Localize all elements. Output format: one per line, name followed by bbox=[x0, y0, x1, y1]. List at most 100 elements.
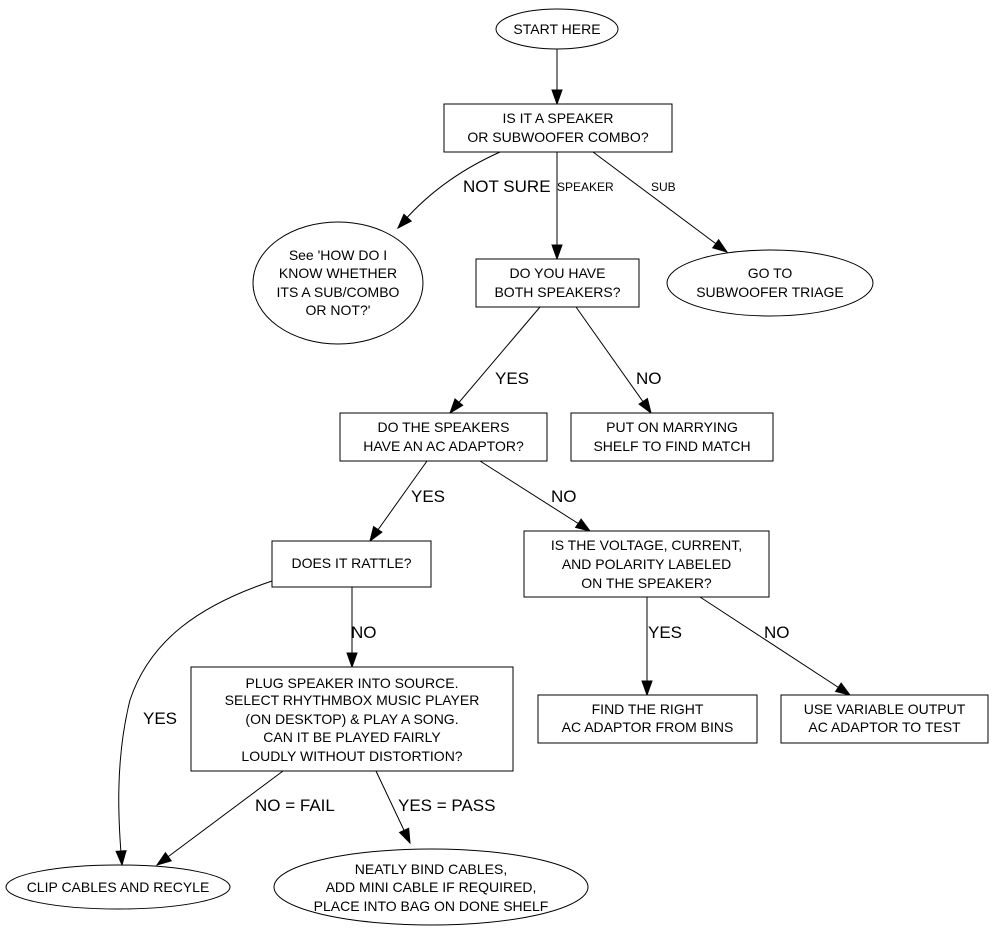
edge-label: YES bbox=[648, 623, 682, 642]
node-text-line: DO YOU HAVE bbox=[510, 265, 606, 281]
edge-label: NO bbox=[636, 369, 662, 388]
node-text-line: PLUG SPEAKER INTO SOURCE. bbox=[246, 675, 459, 691]
edge-label: NO bbox=[351, 623, 377, 642]
edge-q-voltage-labeled-to-find-ac-adaptor: YES bbox=[641, 597, 682, 697]
arrowhead-icon bbox=[834, 682, 852, 696]
node-text-line: SUBWOOFER TRIAGE bbox=[696, 284, 844, 300]
node-marrying-shelf: PUT ON MARRYING SHELF TO FIND MATCH bbox=[570, 412, 774, 462]
node-go-subwoofer-triage: GO TO SUBWOOFER TRIAGE bbox=[666, 249, 874, 317]
edge-label: SUB bbox=[651, 180, 676, 194]
node-text-line: DO THE SPEAKERS bbox=[377, 419, 509, 435]
arrowhead-icon bbox=[398, 827, 411, 845]
ellipse-shape bbox=[5, 864, 231, 910]
node-text-line: KNOW WHETHER bbox=[279, 265, 397, 281]
node-text-line: (ON DESKTOP) & PLAY A SONG. bbox=[245, 711, 458, 727]
node-text-line: OR NOT?' bbox=[306, 302, 371, 318]
node-text-line: OR SUBWOOFER COMBO? bbox=[467, 129, 648, 145]
edge-label: YES bbox=[495, 369, 529, 388]
nodes: START HERE IS IT A SPEAKER OR SUBWOOFER CO… bbox=[5, 8, 989, 926]
node-clip-cables-recycle: CLIP CABLES AND RECYLE bbox=[5, 864, 231, 910]
arrowhead-icon bbox=[638, 397, 652, 415]
edge-line bbox=[156, 770, 284, 866]
node-text-line: SHELF TO FIND MATCH bbox=[593, 438, 750, 454]
box-shape bbox=[339, 412, 548, 462]
node-text-line: ITS A SUB/COMBO bbox=[277, 284, 400, 300]
node-text-line: CAN IT BE PLAYED FAIRLY bbox=[263, 729, 441, 745]
node-text-line: ON THE SPEAKER? bbox=[581, 575, 712, 591]
ellipse-shape bbox=[666, 249, 874, 317]
ellipse-shape bbox=[495, 8, 619, 50]
node-text-line: PUT ON MARRYING bbox=[606, 419, 738, 435]
arrowhead-icon bbox=[574, 518, 592, 532]
node-text-line: USE VARIABLE OUTPUT bbox=[804, 701, 966, 717]
node-q-voltage-labeled: IS THE VOLTAGE, CURRENT,AND POLARITY LAB… bbox=[523, 530, 770, 598]
node-text-line: ADD MINI CABLE IF REQUIRED, bbox=[326, 879, 537, 895]
node-text-line: BOTH SPEAKERS? bbox=[494, 284, 620, 300]
node-start: START HERE bbox=[495, 8, 619, 50]
box-shape bbox=[190, 666, 514, 772]
arrowhead-icon bbox=[551, 244, 563, 261]
node-text-line: DOES IT RATTLE? bbox=[291, 555, 411, 571]
arrowhead-icon bbox=[449, 398, 464, 415]
edge-label: NO bbox=[551, 487, 577, 506]
node-q-both-speakers: DO YOU HAVE BOTH SPEAKERS? bbox=[475, 258, 640, 308]
edge-q-both-speakers-to-q-ac-adaptor: YES bbox=[449, 306, 541, 415]
node-text-line: GO TO bbox=[748, 265, 793, 281]
node-text-line: IS IT A SPEAKER bbox=[502, 110, 613, 126]
node-variable-output-adaptor: USE VARIABLE OUTPUT AC ADAPTOR TO TEST bbox=[780, 694, 989, 744]
box-shape bbox=[475, 258, 640, 308]
edge-line bbox=[575, 306, 652, 414]
box-shape bbox=[443, 103, 673, 153]
node-text-line: AC ADAPTOR TO TEST bbox=[808, 719, 961, 735]
edge-q-both-speakers-to-marrying-shelf: NO bbox=[575, 306, 662, 415]
arrowhead-icon bbox=[551, 89, 563, 106]
arrowhead-icon bbox=[641, 680, 653, 697]
arrowhead-icon bbox=[115, 850, 127, 867]
edge-line bbox=[592, 151, 728, 253]
arrowhead-icon bbox=[711, 238, 729, 253]
node-q-rattle: DOES IT RATTLE? bbox=[271, 540, 432, 588]
edge-label: YES = PASS bbox=[398, 796, 495, 815]
box-shape bbox=[523, 530, 770, 598]
node-text-line: AC ADAPTOR FROM BINS bbox=[562, 719, 734, 735]
ellipse-shape bbox=[273, 848, 589, 926]
node-bind-cables-done: NEATLY BIND CABLES,ADD MINI CABLE IF REQ… bbox=[273, 848, 589, 926]
edge-line bbox=[699, 596, 851, 696]
edge-q-speaker-or-sub-to-q-both-speakers: SPEAKER bbox=[551, 152, 614, 261]
edge-line bbox=[449, 306, 541, 414]
edge-line bbox=[369, 460, 428, 542]
edge-line bbox=[118, 580, 273, 866]
node-plug-speaker-test: PLUG SPEAKER INTO SOURCE.SELECT RHYTHMBO… bbox=[190, 666, 514, 772]
edge-label: NO bbox=[764, 623, 790, 642]
node-text-line: START HERE bbox=[513, 21, 600, 37]
edge-q-rattle-to-clip-cables-recycle: YES bbox=[115, 580, 273, 867]
edge-plug-speaker-test-to-clip-cables-recycle: NO = FAIL bbox=[155, 770, 335, 866]
arrowhead-icon bbox=[396, 213, 413, 230]
box-shape bbox=[271, 540, 432, 588]
edge-label: SPEAKER bbox=[557, 180, 614, 194]
edge-q-ac-adaptor-to-q-rattle: YES bbox=[369, 460, 445, 543]
arrowhead-icon bbox=[346, 652, 358, 669]
edge-q-rattle-to-plug-speaker-test: NO bbox=[346, 587, 377, 669]
node-text-line: FIND THE RIGHT bbox=[592, 701, 704, 717]
edge-label: YES bbox=[143, 709, 177, 728]
arrowhead-icon bbox=[369, 525, 383, 543]
node-find-ac-adaptor: FIND THE RIGHT AC ADAPTOR FROM BINS bbox=[537, 694, 758, 744]
edge-line bbox=[479, 460, 591, 532]
edge-q-speaker-or-sub-to-go-subwoofer-triage: SUB bbox=[592, 151, 729, 253]
box-shape bbox=[570, 412, 774, 462]
node-text-line: PLACE INTO BAG ON DONE SHELF bbox=[314, 898, 549, 914]
ellipse-shape bbox=[252, 221, 424, 345]
node-q-speaker-or-sub: IS IT A SPEAKER OR SUBWOOFER COMBO? bbox=[443, 103, 673, 153]
edge-label: YES bbox=[411, 487, 445, 506]
edge-plug-speaker-test-to-bind-cables-done: YES = PASS bbox=[375, 770, 495, 845]
edge-q-voltage-labeled-to-variable-output-adaptor: NO bbox=[699, 596, 852, 696]
edge-start-to-q-speaker-or-sub bbox=[551, 49, 563, 106]
arrowhead-icon bbox=[155, 851, 173, 866]
node-text-line: LOUDLY WITHOUT DISTORTION? bbox=[241, 748, 462, 764]
box-shape bbox=[537, 694, 758, 744]
node-text-line: CLIP CABLES AND RECYLE bbox=[27, 879, 210, 895]
